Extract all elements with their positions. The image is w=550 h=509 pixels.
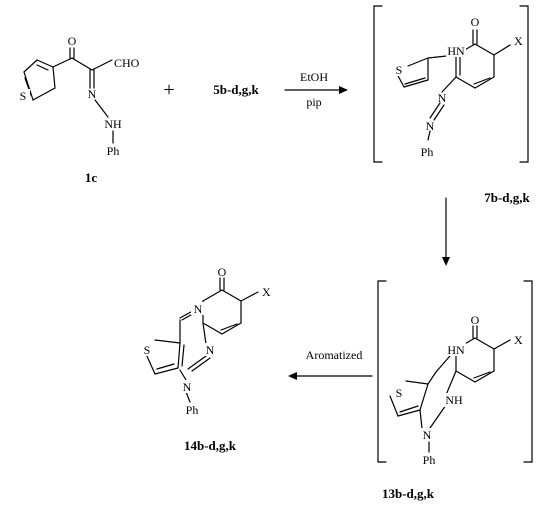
x-substituent: X (514, 34, 523, 48)
compound-7: O HN X N N Ph S (373, 5, 529, 163)
nh-group: NH (445, 393, 463, 407)
reaction-arrow-2 (442, 197, 450, 266)
sulfur-atom: S (396, 386, 403, 400)
oxygen-atom: O (218, 265, 227, 279)
compound-label-13: 13b-d,g,k (382, 486, 435, 501)
reaction-arrow-3: Aromatized (288, 348, 373, 380)
plus-sign: + (163, 79, 174, 101)
nitrogen-atom: N (88, 87, 97, 101)
nitrogen-atom: N (438, 91, 447, 105)
oxygen-atom: O (471, 15, 480, 29)
base-label: pip (306, 95, 321, 109)
nh-group: NH (104, 117, 122, 131)
reagent-label-5: 5b-d,g,k (213, 82, 259, 97)
x-substituent: X (262, 285, 271, 299)
compound-label-1c: 1c (85, 170, 98, 185)
nitrogen-atom: N (206, 343, 215, 357)
sulfur-atom: S (20, 89, 27, 103)
aromatization-label: Aromatized (306, 348, 363, 362)
compound-14: O N X N N Ph S (140, 265, 271, 417)
aldehyde-group: CHO (114, 56, 140, 70)
compound-label-14: 14b-d,g,k (184, 438, 237, 453)
compound-13: O HN X NH N Ph S (377, 280, 533, 467)
sulfur-atom: S (396, 63, 403, 77)
oxygen-atom: O (68, 34, 77, 48)
phenyl-group: Ph (423, 453, 436, 467)
nitrogen-atom: N (183, 380, 192, 394)
phenyl-group: Ph (421, 145, 434, 159)
nitrogen-atom: N (194, 302, 203, 316)
nitrogen-atom: N (426, 119, 435, 133)
hn-group: HN (447, 44, 465, 58)
oxygen-atom: O (471, 313, 480, 327)
phenyl-group: Ph (107, 144, 120, 158)
solvent-label: EtOH (300, 70, 328, 84)
compound-label-7: 7b-d,g,k (484, 190, 530, 205)
compound-1c: O CHO N NH Ph S 1c (16, 34, 140, 185)
reaction-arrow-1: EtOH pip (284, 70, 348, 109)
nitrogen-atom: N (423, 428, 432, 442)
hn-group: HN (447, 343, 465, 357)
sulfur-atom: S (144, 343, 151, 357)
phenyl-group: Ph (186, 403, 199, 417)
x-substituent: X (514, 333, 523, 347)
